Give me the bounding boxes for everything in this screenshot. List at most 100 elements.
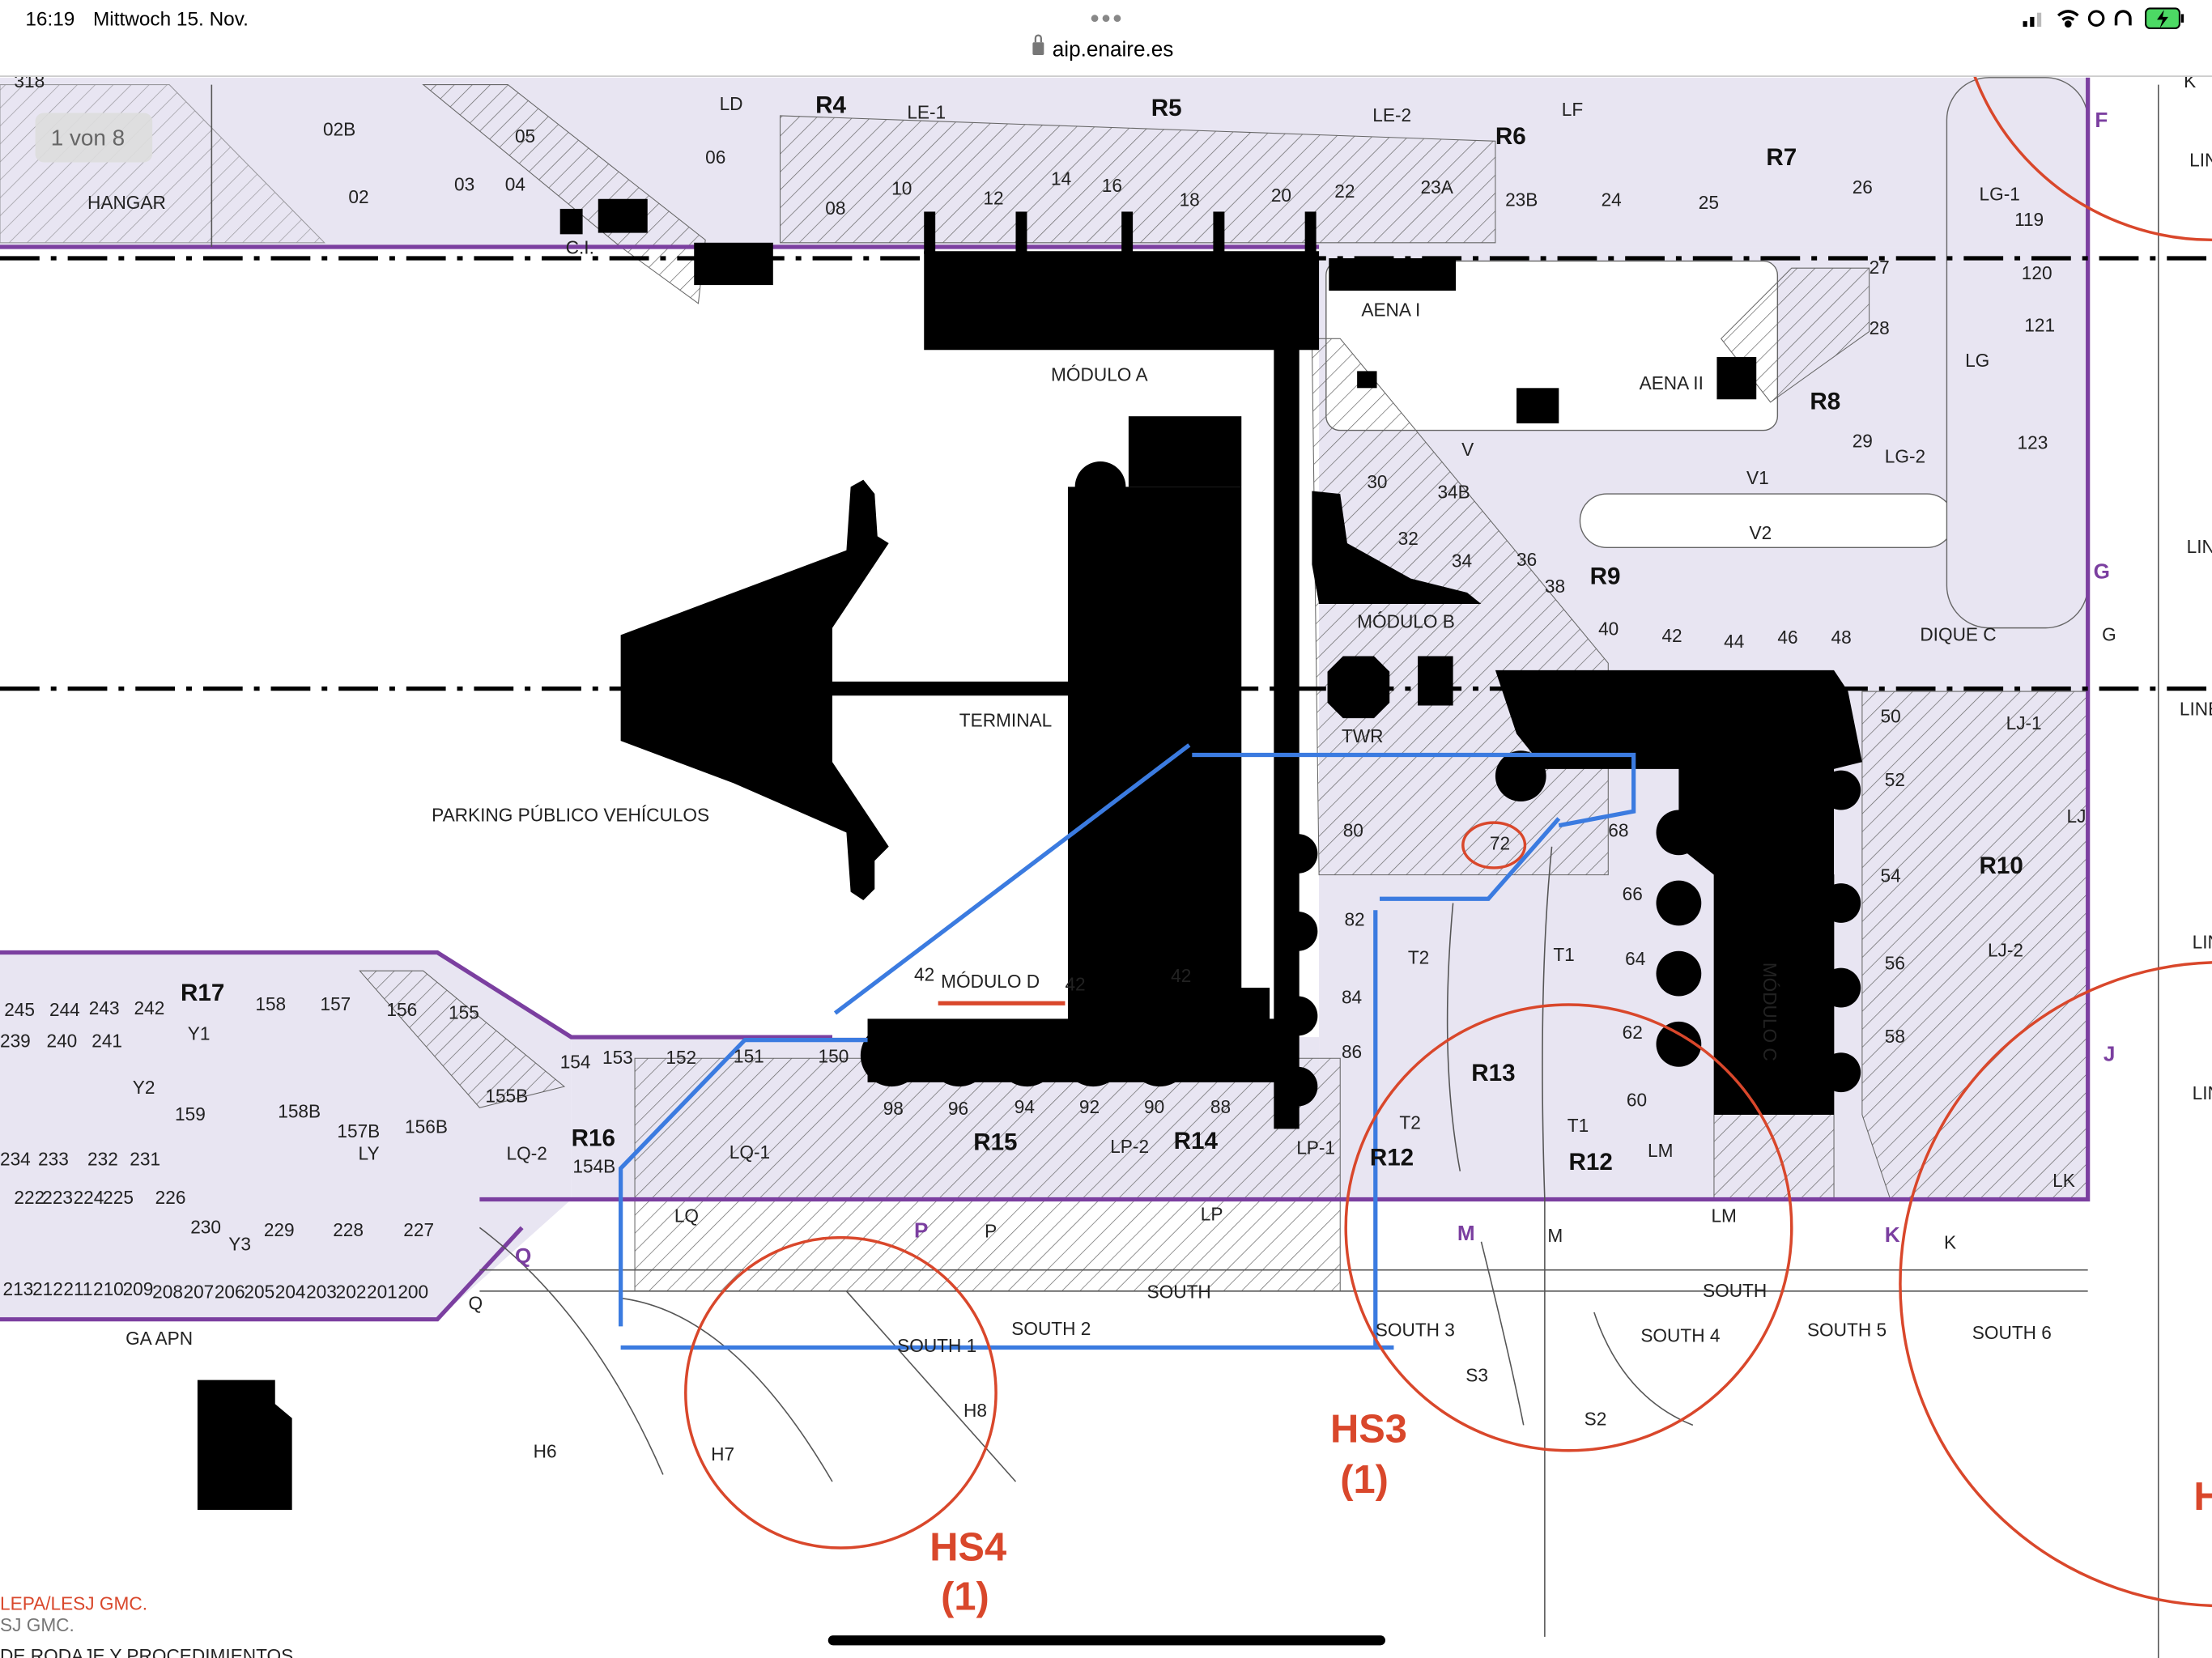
chart-label-foot2: SJ GMC. [0,1614,74,1635]
chart-label-s90: 90 [1144,1096,1164,1117]
chart-label-s38: 38 [1545,576,1565,597]
chart-label-k2: K [1944,1232,1956,1253]
chart-label-s34b: 34B [1437,481,1470,502]
chart-label-h6: H6 [534,1440,557,1461]
chart-label-s157: 157 [321,993,351,1014]
chart-label-s22: 22 [1334,181,1355,202]
chart-label-ld: LD [720,93,743,114]
chart-label-s205: 205 [244,1282,274,1303]
chart-label-s05: 05 [515,125,535,147]
chart-label-gaapn: GA APN [125,1328,193,1349]
chart-label-r12b: R12 [1568,1149,1612,1175]
chart-label-r15: R15 [973,1129,1017,1156]
chart-label-lin3: LINE [2180,699,2212,720]
chart-label-lg: LG [1965,350,1989,371]
chart-label-g1: G [2094,559,2110,584]
chart-label-s157b: 157B [337,1120,380,1141]
chart-label-hs3n: (1) [1340,1458,1389,1502]
chart-label-s42c: 42 [1065,974,1085,995]
chart-label-s212: 212 [32,1278,63,1299]
chart-label-v1: V1 [1746,467,1769,488]
chart-label-s2: S2 [1585,1408,1607,1429]
more-dots-icon[interactable] [1091,15,1121,23]
chart-label-y1: Y1 [188,1023,211,1044]
chart-label-s120: 120 [2022,262,2052,283]
chart-label-t2a: T2 [1408,946,1429,967]
chart-label-lj1: LJ-1 [2006,712,2042,733]
chart-label-s56: 56 [1885,952,1905,973]
chart-label-s06: 06 [705,147,725,168]
chart-label-aena1: AENA I [1361,299,1420,320]
chart-label-s232: 232 [87,1149,118,1170]
apron-borders [0,77,2091,1322]
chart-label-s222: 222 [14,1187,45,1208]
chart-label-lm1: LM [1648,1140,1673,1161]
chart-label-lq1: LQ-1 [730,1141,770,1163]
chart-label-f: F [2095,108,2108,132]
chart-label-s203: 203 [306,1282,337,1303]
chart-label-r10: R10 [1980,852,2023,879]
chart-label-r4: R4 [815,91,846,118]
chart-label-s3: S3 [1465,1364,1488,1385]
chart-label-s231: 231 [130,1149,160,1170]
chart-label-s156: 156 [386,999,417,1020]
chart-label-s158: 158 [255,993,286,1014]
chart-label-k1: K [1885,1222,1900,1247]
chart-label-r12a: R12 [1370,1145,1414,1171]
chart-label-parking: PARKING PÚBLICO VEHÍCULOS [432,804,709,825]
chart-label-s229: 229 [264,1219,295,1240]
chart-label-s152: 152 [666,1047,696,1068]
terminal-buildings [197,198,1862,1510]
location-icon [2087,10,2105,27]
chart-label-r14: R14 [1174,1128,1219,1154]
chart-label-s66: 66 [1623,883,1643,904]
status-date: Mittwoch 15. Nov. [93,8,249,30]
chart-label-s40: 40 [1598,618,1619,639]
chart-label-s241: 241 [91,1030,122,1051]
chart-label-lq: LQ [674,1205,699,1226]
chart-label-s23a: 23A [1421,176,1454,198]
chart-label-s153: 153 [602,1047,633,1068]
chart-label-s27: 27 [1870,257,1890,278]
chart-label-s34: 34 [1452,551,1472,572]
chart-label-lin2: LIN [2187,536,2212,557]
chart-label-modd: MÓDULO D [941,971,1040,992]
chart-label-lg2: LG-2 [1885,446,1925,467]
chart-label-s60: 60 [1627,1089,1647,1110]
chart-label-lin5: LIN [2193,1082,2212,1103]
chart-label-s14: 14 [1051,168,1071,189]
chart-label-s151: 151 [734,1045,764,1066]
chart-label-s211: 211 [63,1278,92,1299]
chart-label-terminal: TERMINAL [959,710,1052,731]
chart-label-s228: 228 [333,1219,364,1240]
wifi-icon [2057,10,2079,28]
chart-label-s62: 62 [1623,1022,1643,1043]
chart-label-south4: SOUTH 4 [1640,1325,1720,1346]
chart-label-s230: 230 [190,1216,221,1237]
headphones-icon [2114,10,2132,26]
chart-label-s42b: 42 [914,963,934,984]
chart-label-s204: 204 [275,1282,306,1303]
chart-label-s158b: 158B [278,1100,321,1121]
chart-label-s23b: 23B [1505,189,1538,210]
chart-label-s226: 226 [155,1187,186,1208]
chart-label-t1b: T1 [1568,1115,1589,1136]
chart-label-s04: 04 [505,173,525,194]
chart-label-s123: 123 [2018,432,2048,453]
chart-label-t2b: T2 [1399,1112,1420,1133]
chart-label-south3: SOUTH 3 [1376,1320,1455,1341]
chart-label-s242: 242 [134,997,165,1018]
chart-label-s201: 201 [367,1282,398,1303]
chart-label-s54: 54 [1881,865,1901,886]
chart-label-p2: P [985,1221,997,1242]
chart-label-s84: 84 [1342,986,1362,1007]
chart-label-s30: 30 [1367,471,1387,492]
chart-label-m1: M [1457,1221,1475,1245]
chart-label-v: V [1461,439,1474,460]
chart-label-s200: 200 [398,1282,428,1303]
address-bar-url[interactable]: aip.enaire.es [1053,37,1174,62]
home-indicator[interactable] [827,1635,1385,1646]
chart-label-h8: H8 [963,1400,987,1421]
